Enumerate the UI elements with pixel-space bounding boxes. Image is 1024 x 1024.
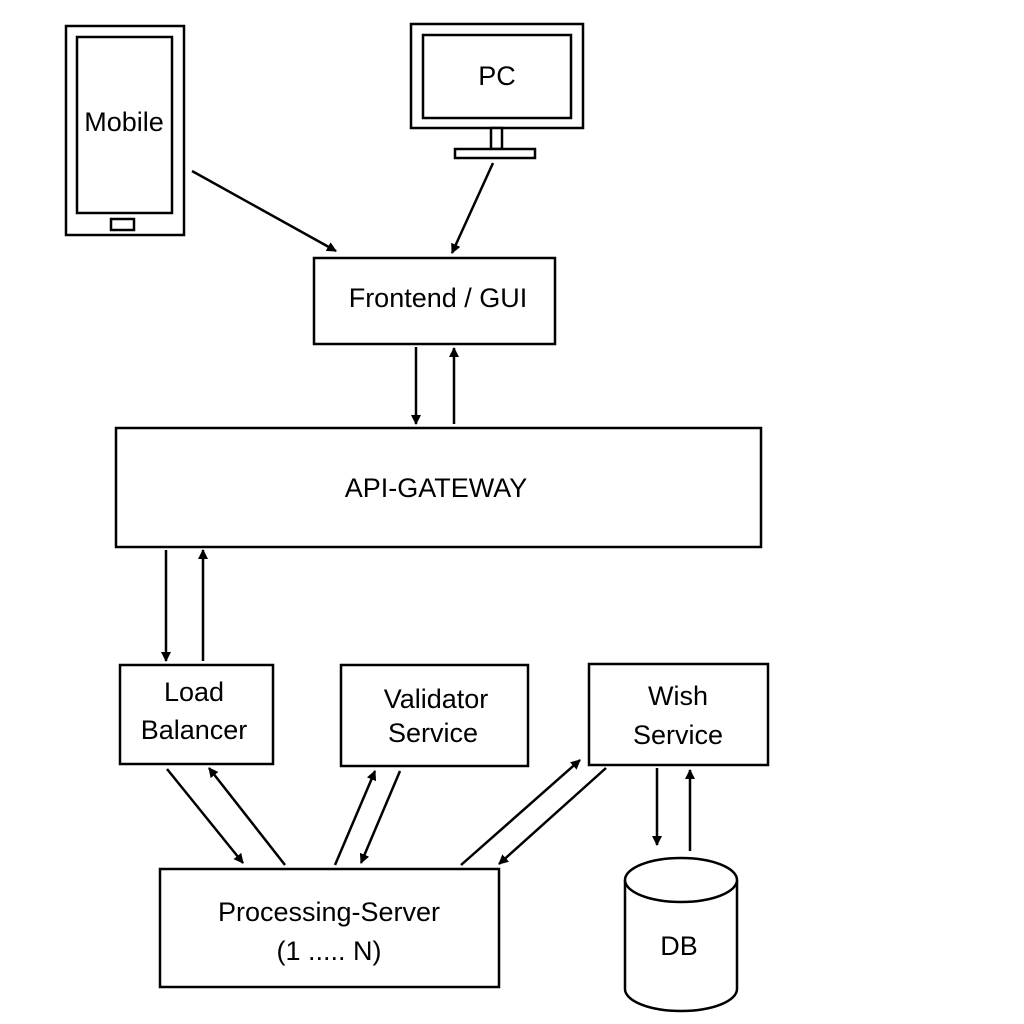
api-gateway-label: API-GATEWAY	[345, 473, 528, 503]
edge-processing-to-wish	[460, 759, 581, 866]
monitor-icon	[409, 22, 585, 160]
api-gateway-node: API-GATEWAY	[114, 426, 763, 549]
wish-service-label-line1: Wish	[648, 681, 708, 711]
validator-service-node: Validator Service	[339, 663, 530, 768]
frontend-node: Frontend / GUI	[312, 256, 557, 346]
pc-node: PC	[409, 22, 585, 160]
mobile-node: Mobile	[64, 24, 186, 237]
processing-server-label-line1: Processing-Server	[218, 897, 440, 927]
validator-service-label-line2: Service	[388, 718, 478, 748]
db-node: DB	[623, 856, 739, 1013]
edge-pc-to-frontend	[450, 162, 495, 254]
edge-processing-to-load-balancer	[208, 767, 286, 866]
mobile-phone-icon	[64, 24, 186, 237]
validator-service-label-line1: Validator	[384, 684, 489, 714]
load-balancer-label-line1: Load	[164, 677, 224, 707]
wish-service-node: Wish Service	[587, 662, 770, 767]
mobile-label: Mobile	[84, 107, 164, 137]
wish-service-label-line2: Service	[633, 720, 723, 750]
frontend-label: Frontend / GUI	[349, 283, 528, 313]
edge-mobile-to-frontend	[191, 169, 337, 253]
load-balancer-label-line2: Balancer	[141, 715, 248, 745]
processing-server-node: Processing-Server (1 ..... N)	[158, 867, 501, 989]
edge-wish-to-processing	[498, 767, 607, 865]
edge-processing-to-validator	[333, 770, 377, 866]
database-cylinder-icon	[623, 856, 739, 1013]
pc-label: PC	[478, 61, 516, 91]
processing-server-label-line2: (1 ..... N)	[276, 936, 381, 966]
db-label: DB	[660, 931, 698, 961]
edge-load-balancer-to-processing	[166, 768, 244, 864]
edge-validator-to-processing	[359, 770, 402, 864]
edges	[161, 162, 695, 866]
load-balancer-node: Load Balancer	[118, 663, 275, 766]
